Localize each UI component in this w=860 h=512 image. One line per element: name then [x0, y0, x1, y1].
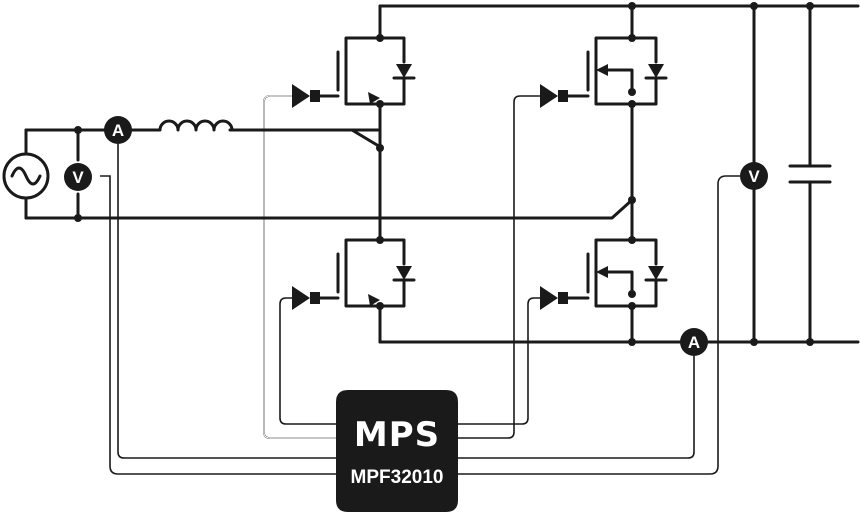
ammeter-input-label: A: [112, 121, 124, 140]
controller-chip: MPS MPF32010: [336, 390, 458, 512]
capacitor-icon: [788, 164, 832, 184]
igbt-high-left-icon: [336, 34, 416, 108]
gate-driver-icon: [540, 84, 590, 108]
igbt-low-right-icon: [586, 236, 668, 310]
dc-rails: [378, 2, 860, 346]
gate-driver-icon: [292, 84, 340, 108]
voltmeter-input-label: V: [72, 168, 84, 187]
inductor-icon: [148, 116, 252, 136]
ammeter-input: A: [104, 116, 132, 144]
ac-source-icon: [2, 152, 50, 200]
right-leg: [628, 4, 636, 344]
signal-wires: [100, 95, 740, 475]
voltmeter-output-label: V: [748, 167, 760, 186]
ammeter-output-label: A: [688, 333, 700, 352]
igbt-high-right-icon: [586, 34, 668, 108]
input-line-to-left-leg: [228, 128, 384, 150]
gate-driver-icon: [540, 286, 590, 310]
gate-driver-icon: [292, 286, 340, 310]
voltmeter-input: V: [64, 163, 92, 191]
igbt-low-left-icon: [336, 236, 416, 310]
return-line-to-right-leg: [24, 198, 634, 220]
chip-part-number: MPF32010: [351, 467, 444, 488]
ammeter-output: A: [680, 328, 708, 356]
left-leg: [376, 4, 384, 344]
chip-logo: MPS: [354, 415, 440, 455]
voltmeter-output: V: [740, 162, 768, 190]
